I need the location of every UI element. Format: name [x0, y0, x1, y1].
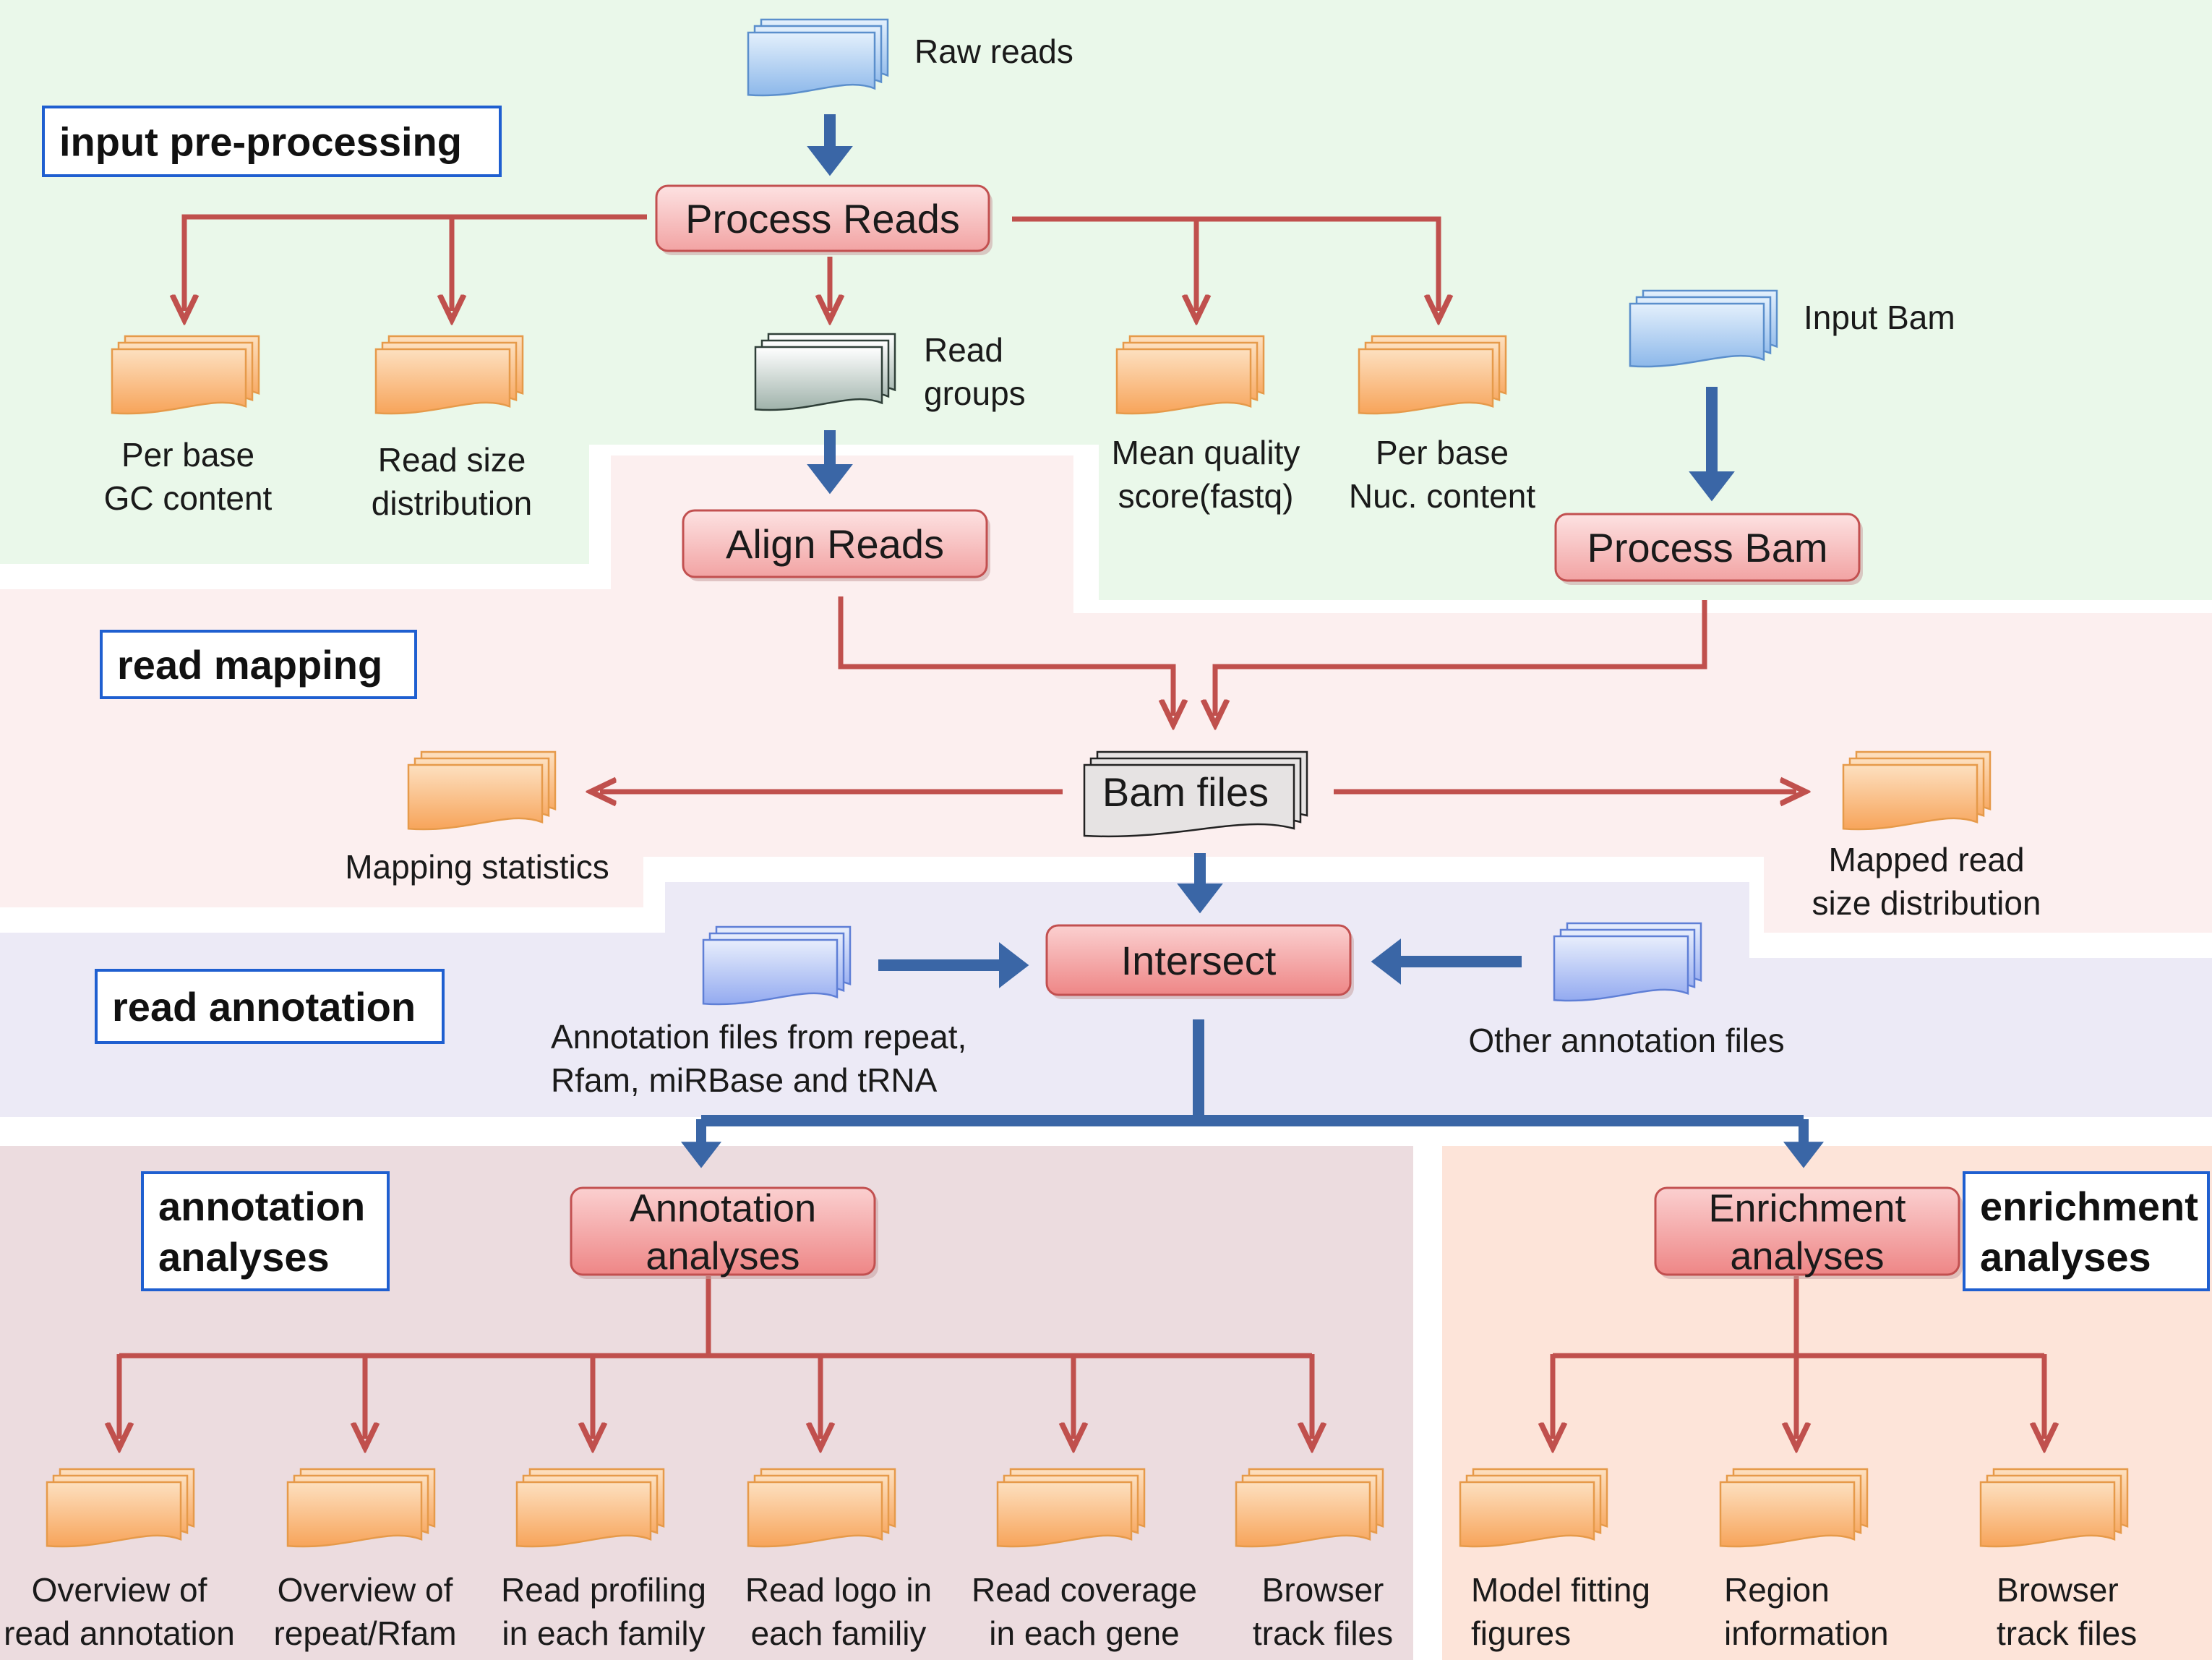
arrow-align-to-bam — [838, 596, 1173, 716]
label-line: Raw reads — [914, 33, 1073, 70]
browser-track-ann-file — [1235, 1468, 1384, 1548]
label-line: Annotation files from repeat, — [551, 1018, 966, 1056]
label-line: Browser — [1997, 1571, 2119, 1609]
label-line: Bam files — [1102, 769, 1269, 815]
label-line: Other annotation files — [1468, 1022, 1784, 1059]
align-reads-box[interactable]: Align Reads — [682, 509, 990, 581]
input-bam-icon — [1629, 289, 1778, 368]
section-label-text: analyses — [158, 1234, 330, 1280]
connectors — [119, 114, 2044, 1439]
label-line: track files — [1997, 1614, 2137, 1652]
label-line: analyses — [1730, 1234, 1884, 1278]
label-read-annotation: read annotation — [95, 969, 445, 1044]
section-label-text: input pre-processing — [59, 119, 462, 165]
read-profiling-file — [515, 1468, 665, 1548]
label-line: track files — [1253, 1614, 1393, 1652]
label-line: Read profiling — [501, 1571, 706, 1609]
label-line: Read logo in — [745, 1571, 932, 1609]
label-line: Mean quality — [1112, 434, 1300, 471]
read-size-file — [374, 335, 524, 415]
label-line: Input Bam — [1804, 299, 1955, 336]
label-line: Process Reads — [685, 196, 960, 241]
label-line: Per base — [1376, 434, 1509, 471]
overview-read-annotation-file — [46, 1468, 195, 1548]
bam-files-stack — [1083, 750, 1308, 838]
label-read-mapping: read mapping — [100, 630, 417, 699]
model-fitting-file — [1459, 1468, 1608, 1548]
section-label-text: analyses — [1980, 1234, 2151, 1280]
label-line: repeat/Rfam — [273, 1614, 456, 1652]
process-reads-box[interactable]: Process Reads — [655, 184, 993, 255]
label-line: analyses — [646, 1234, 800, 1278]
label-line: each familiy — [751, 1614, 927, 1652]
label-line: Read size — [378, 441, 526, 479]
label-line: Process Bam — [1587, 525, 1828, 570]
intersect-box[interactable]: Intersect — [1045, 924, 1354, 999]
gc-content-file — [111, 335, 260, 415]
raw-reads-icon — [747, 18, 889, 97]
label-line: Read coverage — [972, 1571, 1197, 1609]
process-bam-box[interactable]: Process Bam — [1554, 513, 1863, 585]
label-line: Nuc. content — [1349, 477, 1535, 515]
label-input-preprocessing: input pre-processing — [42, 106, 502, 177]
label-line: groups — [924, 375, 1026, 412]
label-line: GC content — [104, 479, 273, 517]
label-line: Overview of — [278, 1571, 453, 1609]
label-line: Rfam, miRBase and tRNA — [551, 1061, 938, 1099]
read-logo-file — [747, 1468, 896, 1548]
read-groups-file — [754, 333, 896, 411]
arrow-to-per-base-nuc — [1012, 216, 1439, 311]
label-line: in each family — [502, 1614, 705, 1652]
section-labels: input pre-processing read mapping read ann… — [42, 106, 2210, 1291]
mapped-size-file — [1842, 750, 1992, 831]
mean-quality-file — [1115, 335, 1265, 415]
label-line: Read — [924, 331, 1003, 369]
section-label-text: read mapping — [117, 642, 382, 688]
arrow-to-gc-content — [184, 214, 647, 311]
label-line: Annotation — [630, 1187, 816, 1231]
label-line: read annotation — [4, 1614, 235, 1652]
label-line: Mapping statistics — [345, 848, 609, 886]
label-annotation-analyses: annotation analyses — [141, 1171, 390, 1291]
mapping-stats-file — [407, 750, 557, 831]
mapping-region — [0, 455, 2212, 933]
section-label-text: enrichment — [1980, 1184, 2198, 1229]
label-line: Align Reads — [726, 521, 944, 567]
label-line: size distribution — [1812, 884, 2041, 922]
label-line: figures — [1471, 1614, 1571, 1652]
arrow-processbam-to-bam — [1215, 600, 1707, 716]
region-information-file — [1719, 1468, 1869, 1548]
browser-track-enr-file — [1979, 1468, 2129, 1548]
label-line: in each gene — [989, 1614, 1179, 1652]
label-line: distribution — [372, 484, 532, 522]
label-line: Model fitting — [1471, 1571, 1650, 1609]
label-line: Intersect — [1121, 938, 1277, 983]
per-base-nuc-file — [1358, 335, 1507, 415]
read-coverage-file — [996, 1468, 1146, 1548]
annotation-files-icon — [702, 925, 852, 1006]
overview-repeat-file — [286, 1468, 436, 1548]
label-enrichment-analyses: enrichment analyses — [1963, 1171, 2210, 1291]
label-line: Per base — [121, 436, 254, 474]
label-line: information — [1724, 1614, 1889, 1652]
label-line: Mapped read — [1828, 841, 2024, 878]
section-label-text: read annotation — [112, 984, 416, 1030]
label-line: Browser — [1262, 1571, 1384, 1609]
label-line: score(fastq) — [1118, 477, 1294, 515]
label-line: Region — [1724, 1571, 1830, 1609]
section-label-text: annotation — [158, 1184, 365, 1229]
other-annotation-icon — [1553, 922, 1702, 1002]
preprocessing-region — [0, 0, 2212, 600]
label-line: Enrichment — [1708, 1187, 1906, 1231]
label-line: Overview of — [32, 1571, 207, 1609]
